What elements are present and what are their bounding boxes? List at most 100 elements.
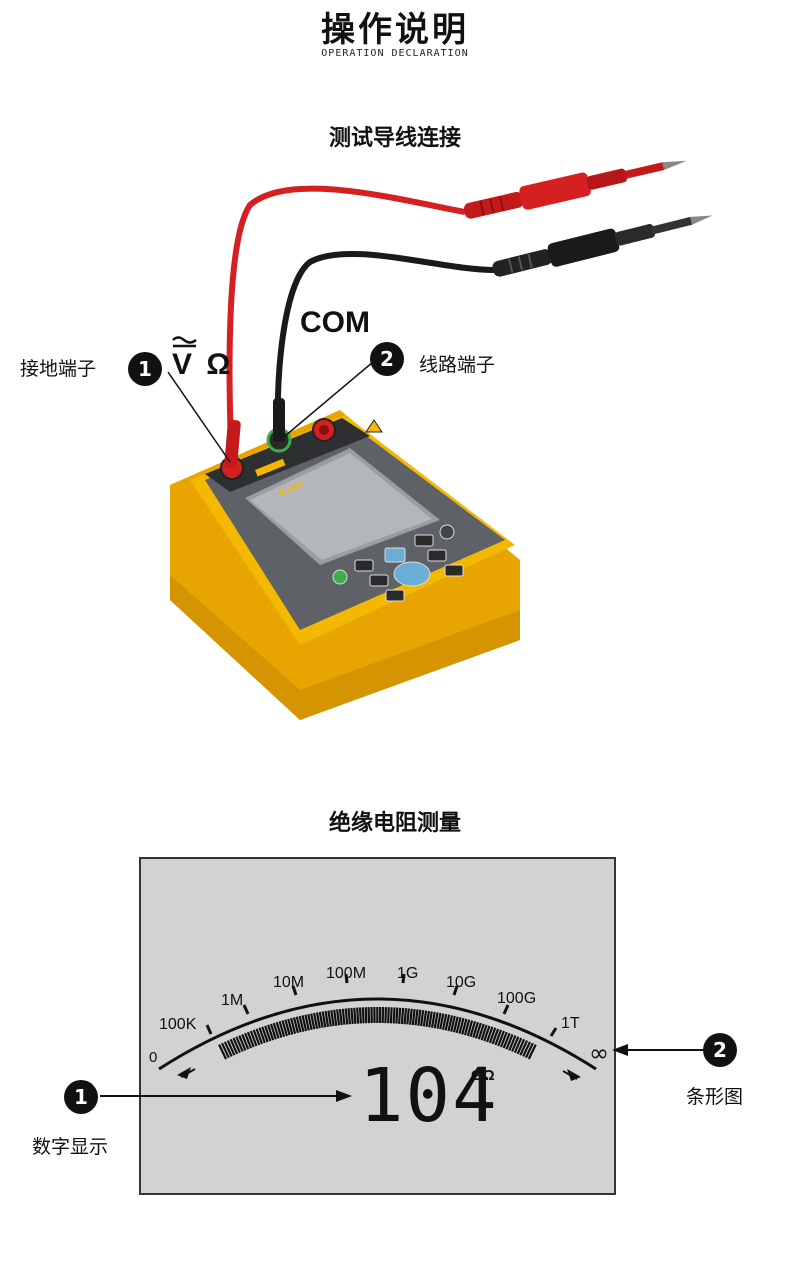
bargraph-segment: [318, 1011, 324, 1028]
com-label: COM: [300, 306, 370, 339]
bargraph-segment: [433, 1012, 439, 1029]
bargraph-segment: [505, 1033, 514, 1050]
bargraph-segment: [275, 1021, 283, 1038]
bargraph-segment: [441, 1013, 448, 1031]
bargraph-segment: [367, 1007, 371, 1024]
measurement-section-title: 绝缘电阻测量: [328, 811, 461, 836]
ground-terminal-label: 接地端子: [20, 358, 97, 380]
scale-label-100k: 100K: [159, 1016, 197, 1033]
bargraph-segment: [519, 1040, 529, 1056]
bargraph-segment: [218, 1044, 227, 1060]
bargraph-segment: [389, 1007, 393, 1024]
bargraph-segment: [450, 1015, 456, 1032]
bargraph-segment: [400, 1007, 405, 1025]
bargraph-segment: [422, 1010, 428, 1027]
bargraph-segment: [249, 1030, 258, 1047]
bargraph-arc: [158, 997, 597, 1071]
scale-label-1t: 1T: [561, 1015, 580, 1032]
digital-reading: 104: [359, 1053, 499, 1139]
bargraph-segment: [384, 1007, 387, 1024]
bargraph-label: 条形图: [686, 1086, 744, 1108]
leader-line-line: [284, 361, 374, 437]
bargraph-segment: [298, 1015, 305, 1032]
callout-badge-bargraph: 2: [703, 1033, 737, 1067]
page-subtitle: OPERATION DECLARATION: [321, 48, 469, 59]
bargraph-major-ticks: [205, 973, 558, 1037]
callout-badge-1: 1: [128, 352, 162, 386]
bargraph-segment: [486, 1026, 494, 1043]
scale-label-infinity: ∞: [589, 1039, 609, 1067]
terminal-v-label: V: [172, 348, 193, 381]
bargraph-segment: [264, 1025, 272, 1042]
scale-label-1m: 1M: [221, 992, 244, 1009]
bargraph-segment: [310, 1013, 316, 1030]
bargraph-segment: [444, 1014, 451, 1031]
callout-arrow-left: [612, 1044, 710, 1056]
line-terminal-label: 线路端子: [419, 354, 496, 376]
bargraph-segment: [361, 1007, 365, 1024]
arrow-left-icon: [612, 1044, 628, 1056]
bargraph-segment: [488, 1027, 497, 1044]
bargraph-segment: [244, 1032, 253, 1049]
bargraph-segment: [315, 1012, 321, 1029]
bargraph-segment: [241, 1033, 250, 1050]
bargraph-segment: [392, 1007, 396, 1024]
bargraph-segment: [353, 1007, 357, 1024]
digital-display-label: 数字显示: [32, 1136, 109, 1158]
bargraph-segment: [419, 1010, 425, 1027]
callout-badge-2: 2: [370, 342, 404, 376]
bargraph-segment: [439, 1013, 445, 1030]
bargraph-segment: [307, 1013, 313, 1031]
bargraph-segment: [455, 1017, 462, 1034]
bargraph-segment: [284, 1019, 291, 1036]
bargraph-segment: [290, 1017, 297, 1034]
lcd-display: 0 100K 1M 10M 100M 1G 10G 100G 1T ∞ 104 …: [139, 857, 616, 1195]
bargraph-segment: [458, 1017, 465, 1034]
red-lead-cable: [226, 185, 466, 471]
bargraph-segment: [336, 1009, 341, 1026]
bargraph-segment: [364, 1007, 368, 1024]
bargraph-segment: [333, 1009, 338, 1026]
bargraph-segment: [258, 1027, 266, 1044]
bargraph-segment: [466, 1020, 474, 1037]
callout-arrows: [100, 1090, 352, 1102]
bargraph-segment: [474, 1022, 482, 1039]
reading-unit: GΩ: [471, 1067, 495, 1084]
bargraph-segment: [511, 1036, 520, 1052]
bargraph-segment: [461, 1018, 468, 1035]
bargraph-segment: [347, 1008, 351, 1025]
bargraph-segment: [436, 1012, 442, 1029]
black-test-probe: [492, 215, 713, 277]
bargraph-segment: [267, 1024, 275, 1041]
bargraph-segment: [221, 1042, 230, 1059]
bargraph-segment: [527, 1044, 537, 1060]
bargraph-segment: [304, 1014, 310, 1031]
bargraph-segment: [483, 1025, 491, 1042]
bargraph-segment: [321, 1011, 327, 1028]
bargraph-segment: [428, 1011, 433, 1028]
bargraph-segment: [398, 1007, 402, 1024]
bargraph-segment: [356, 1007, 360, 1024]
bargraph-segment: [425, 1010, 431, 1027]
bargraph-segment: [508, 1035, 517, 1051]
bargraph-segment: [411, 1008, 416, 1026]
bargraph-segment: [338, 1008, 343, 1026]
bargraph-segment: [350, 1007, 354, 1025]
right-arrow-icon: [567, 1069, 581, 1081]
scale-label-100m: 100M: [326, 965, 367, 982]
callout-badge-digital: 1: [64, 1080, 98, 1114]
bargraph-segment: [502, 1032, 511, 1049]
bargraph-segment: [395, 1007, 399, 1024]
bargraph-segment: [295, 1016, 302, 1033]
connection-section-title: 测试导线连接: [328, 126, 461, 151]
bargraph-segment: [525, 1042, 534, 1059]
bargraph-segment: [447, 1015, 454, 1032]
bargraph-segment: [499, 1031, 508, 1048]
bargraph-segment: [246, 1031, 255, 1048]
bargraph-segment: [469, 1020, 477, 1038]
bargraph-segment: [229, 1038, 239, 1055]
bargraph-segment: [255, 1028, 264, 1045]
bargraph-segment: [235, 1036, 244, 1052]
bargraph-segment: [292, 1017, 299, 1034]
terminal-omega-label: Ω: [206, 348, 231, 381]
